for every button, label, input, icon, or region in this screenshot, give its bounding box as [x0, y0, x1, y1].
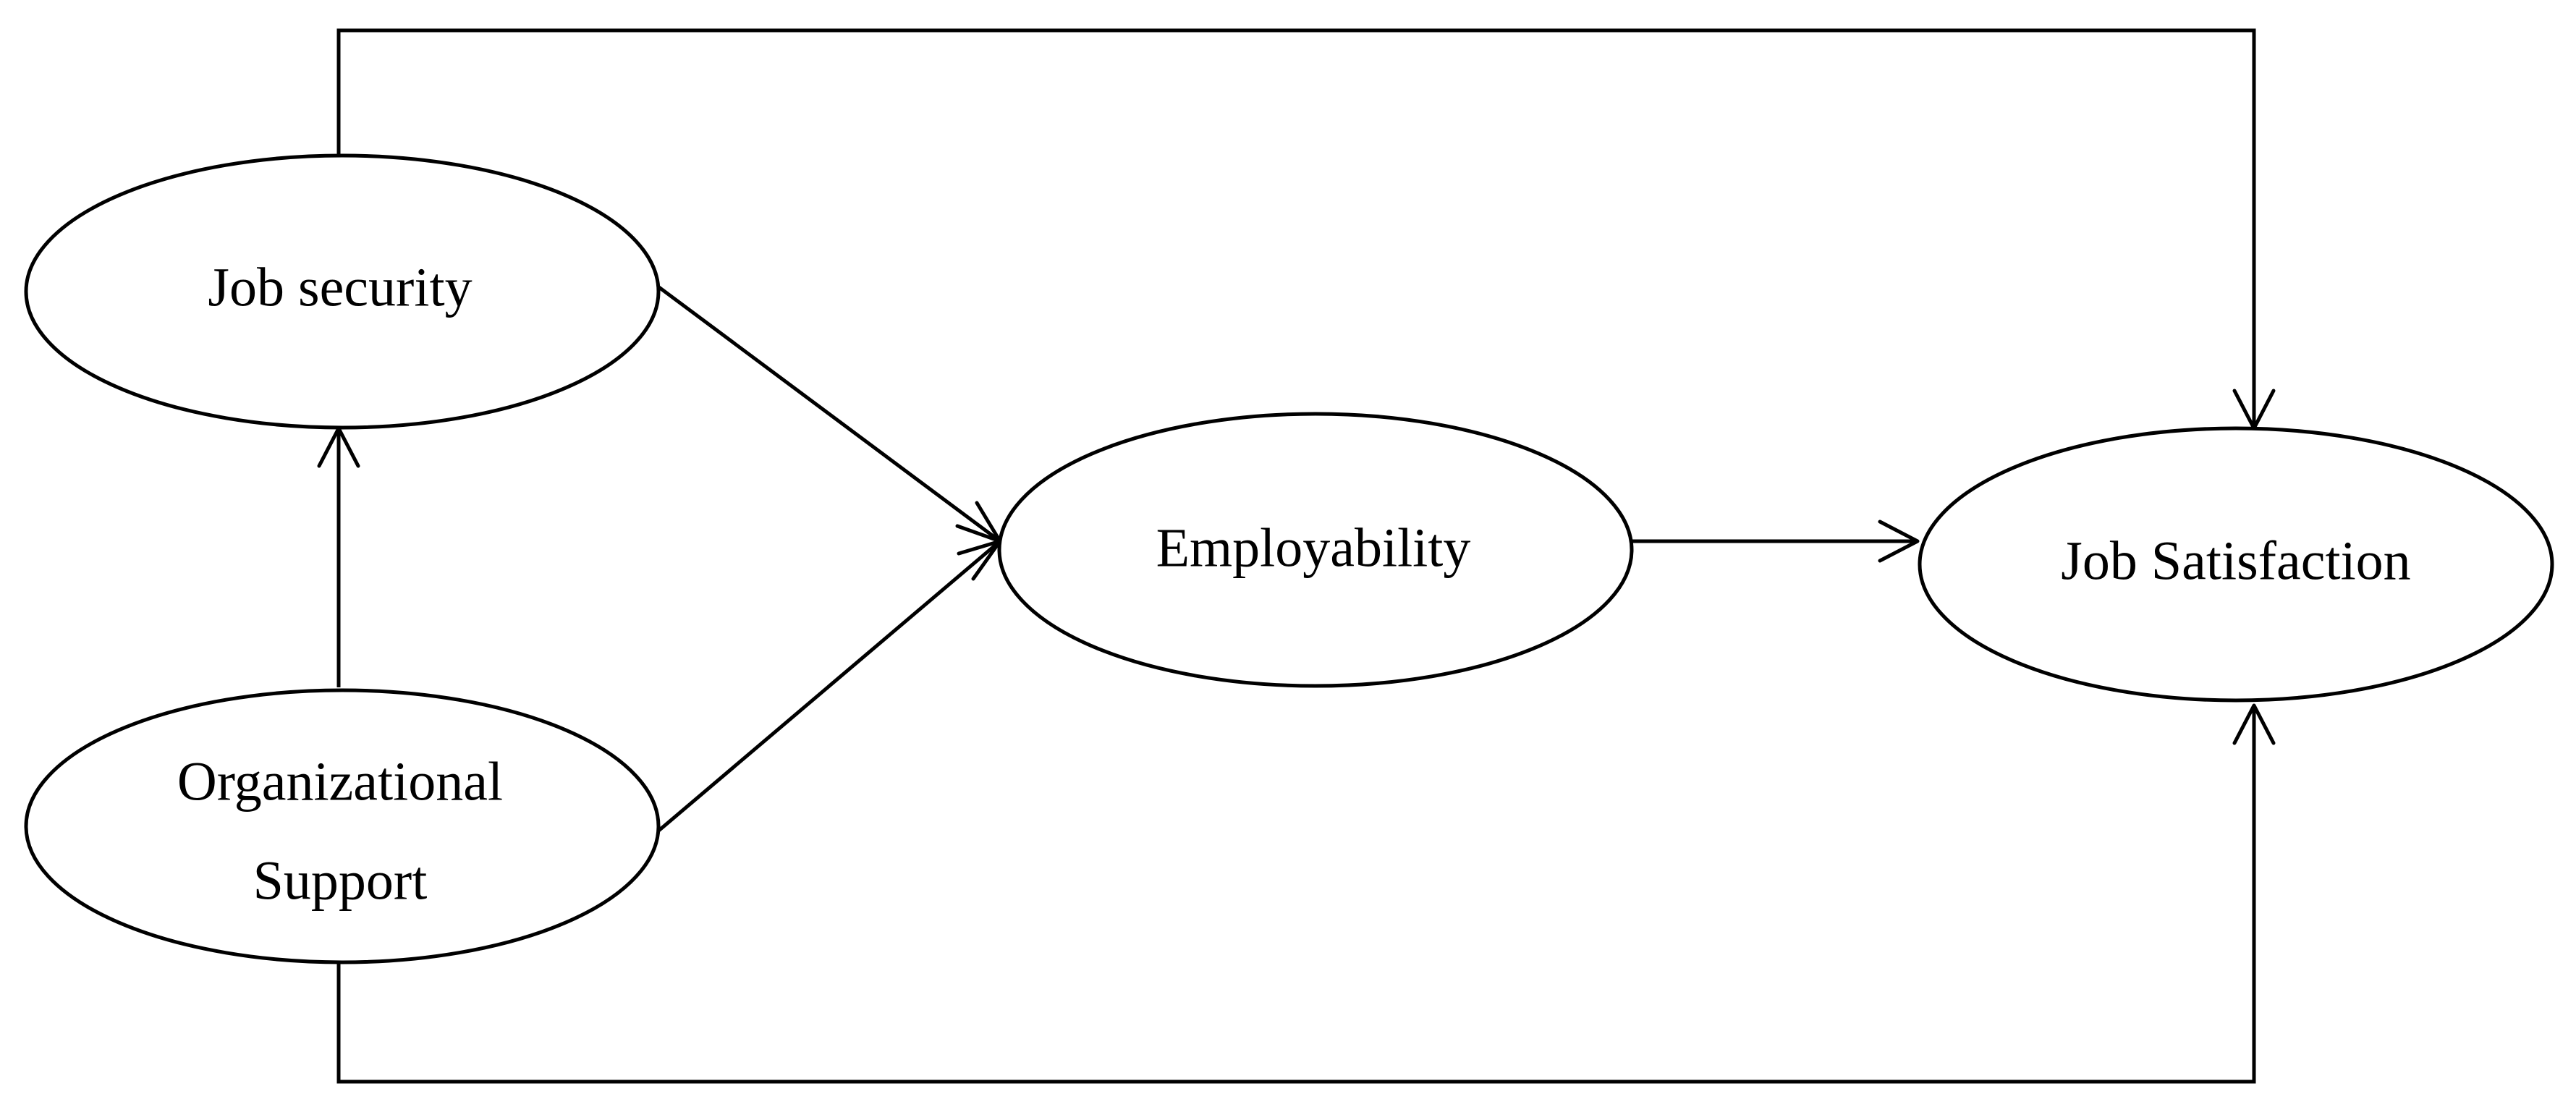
employability-ellipse	[997, 412, 1634, 688]
edge-organizational-support-to-employability	[656, 540, 1001, 834]
job-satisfaction-ellipse	[1918, 426, 2554, 703]
node-employability: Employability	[997, 412, 1634, 688]
job-security-ellipse	[24, 153, 661, 430]
edge-organizational-support-to-job-satisfaction	[336, 705, 2256, 1084]
job-security-label: Job security	[208, 257, 472, 318]
node-organizational-support: Organizational Support	[24, 688, 661, 964]
organizational-support-label-line2: Support	[253, 850, 428, 911]
job-satisfaction-label: Job Satisfaction	[2061, 530, 2410, 591]
edge-job-security-to-job-satisfaction	[336, 28, 2256, 428]
organizational-support-label-line1: Organizational	[177, 751, 503, 812]
edges	[317, 28, 2276, 1084]
arrowhead-job-satisfaction-left	[1878, 519, 1920, 563]
node-job-satisfaction: Job Satisfaction	[1918, 426, 2554, 703]
employability-label: Employability	[1156, 517, 1471, 578]
organizational-support-ellipse	[24, 688, 661, 964]
edge-job-security-to-employability	[656, 284, 1001, 543]
arrowhead-job-satisfaction-bottom	[2232, 703, 2276, 745]
node-job-security: Job security	[24, 153, 661, 430]
